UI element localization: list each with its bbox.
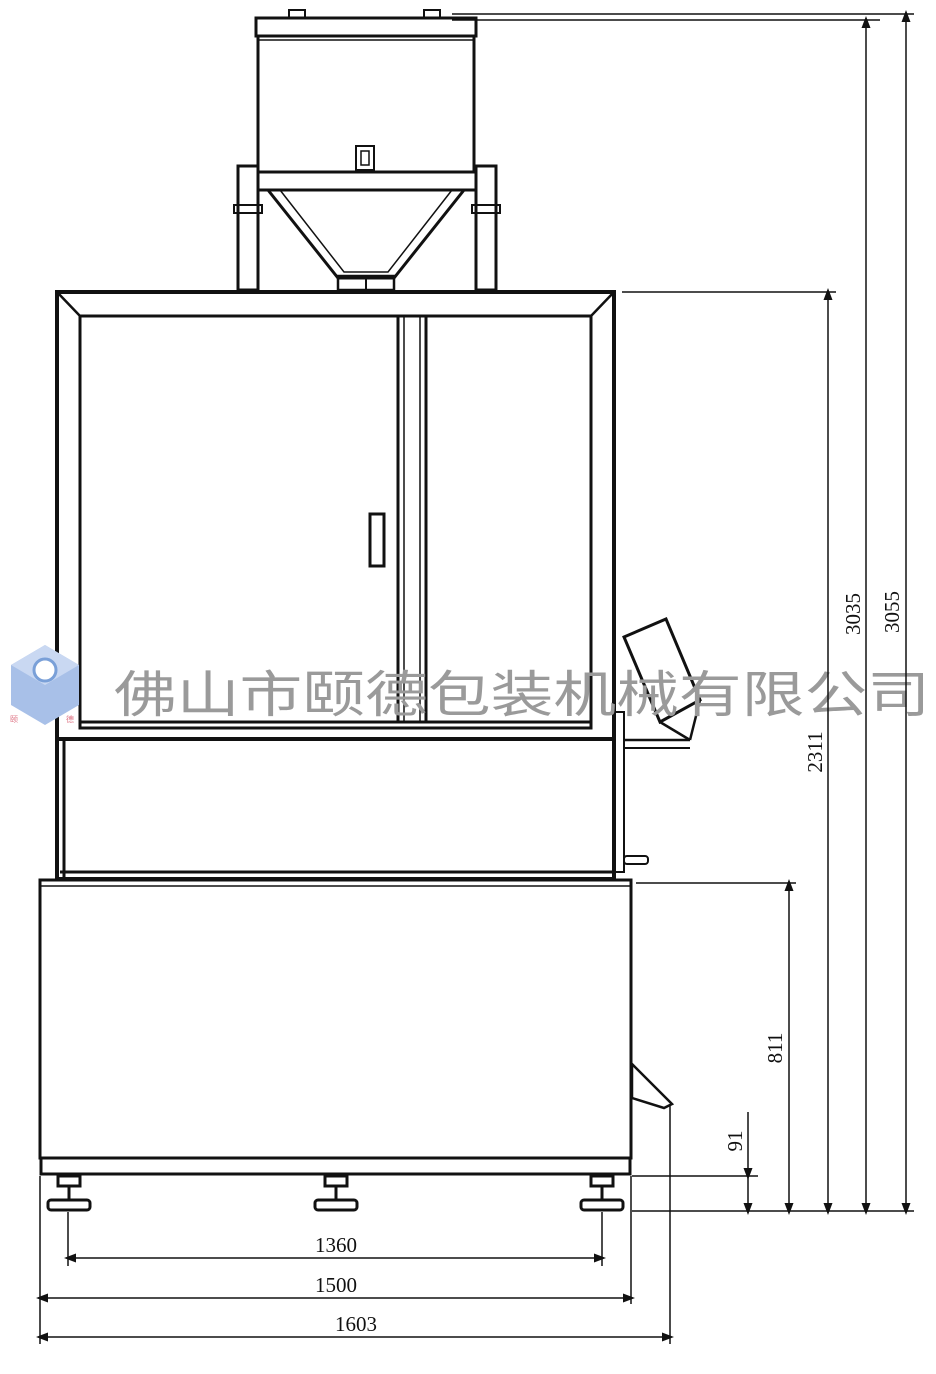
dim-base-height: 811 [763, 1033, 787, 1064]
feet [46, 1174, 625, 1212]
company-name-watermark: 佛山市颐德包装机械有限公司 [114, 666, 930, 724]
foot-left [46, 1174, 92, 1212]
dim-main-height: 2311 [803, 731, 827, 772]
dim-base-width: 1500 [315, 1273, 357, 1297]
dimension-lines [36, 9, 914, 1344]
middle-section [55, 711, 690, 881]
dim-overall-height: 3055 [880, 591, 904, 633]
logo-char-1: 颐 [10, 715, 18, 724]
company-logo-icon: 颐 德 [10, 645, 79, 725]
logo-char-2: 德 [66, 714, 74, 724]
control-panel [622, 617, 702, 865]
support-frame [233, 164, 501, 292]
dim-overall-width: 1603 [335, 1312, 377, 1336]
dimension-labels: 3055 3035 2311 811 91 1360 1500 1603 [315, 591, 904, 1336]
foot-right [579, 1174, 625, 1212]
dim-foot-height: 91 [723, 1131, 747, 1152]
foot-center [313, 1174, 359, 1212]
hopper [254, 9, 478, 174]
dim-foot-spacing: 1360 [315, 1233, 357, 1257]
base-cabinet [38, 878, 675, 1176]
watermark: 颐 德 佛山市颐德包装机械有限公司 [10, 645, 930, 725]
dim-hopper-height: 3035 [841, 593, 865, 635]
